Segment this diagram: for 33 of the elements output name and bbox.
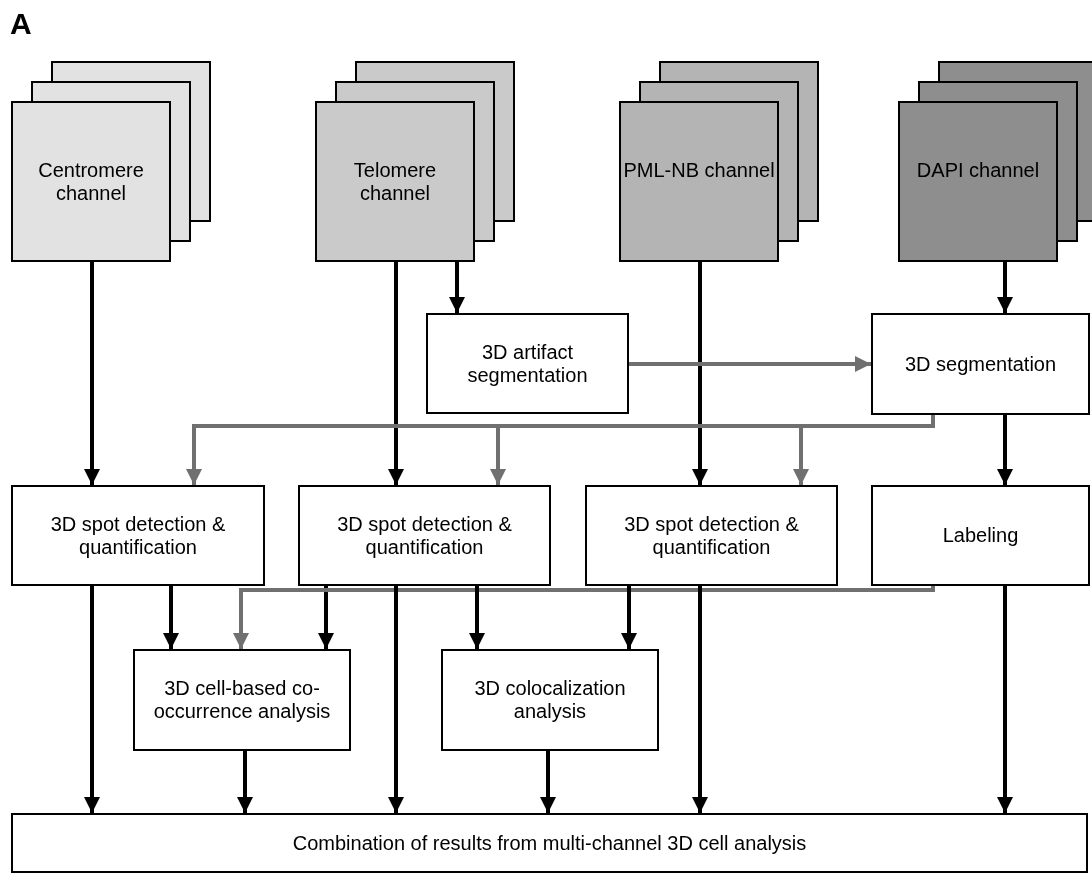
arrow	[388, 586, 404, 813]
process-box: 3D spot detection & quantification	[585, 485, 838, 586]
arrow	[629, 356, 871, 372]
arrow	[692, 262, 708, 485]
process-box: 3D spot detection & quantification	[298, 485, 551, 586]
channel-label: Telomere channel	[352, 159, 438, 205]
process-box: Combination of results from multi-channel 3D cell analysis	[11, 813, 1088, 873]
process-box: 3D spot detection & quantification	[11, 485, 265, 586]
process-box: 3D colocalization analysis	[441, 649, 659, 751]
arrow	[540, 751, 556, 813]
channel-label: Centromere channel	[37, 159, 145, 205]
arrow	[318, 586, 334, 649]
panel-letter: A	[10, 8, 32, 40]
process-box: 3D cell-based co-occurrence analysis	[133, 649, 351, 751]
arrow	[233, 584, 935, 649]
arrow	[449, 262, 465, 313]
arrow	[997, 586, 1013, 813]
arrow	[793, 415, 935, 485]
channel-label: DAPI channel	[915, 159, 1041, 182]
channel-label: PML-NB channel	[622, 159, 776, 182]
process-box: 3D segmentation	[871, 313, 1090, 415]
arrow	[997, 262, 1013, 313]
process-box: 3D artifact segmentation	[426, 313, 629, 414]
arrow	[388, 262, 404, 485]
arrow	[621, 586, 637, 649]
arrow	[163, 586, 179, 649]
process-box: Labeling	[871, 485, 1090, 586]
arrow	[692, 586, 708, 813]
arrow	[237, 751, 253, 813]
arrow	[84, 586, 100, 813]
arrow	[84, 262, 100, 485]
arrow	[469, 586, 485, 649]
arrow	[997, 415, 1013, 485]
